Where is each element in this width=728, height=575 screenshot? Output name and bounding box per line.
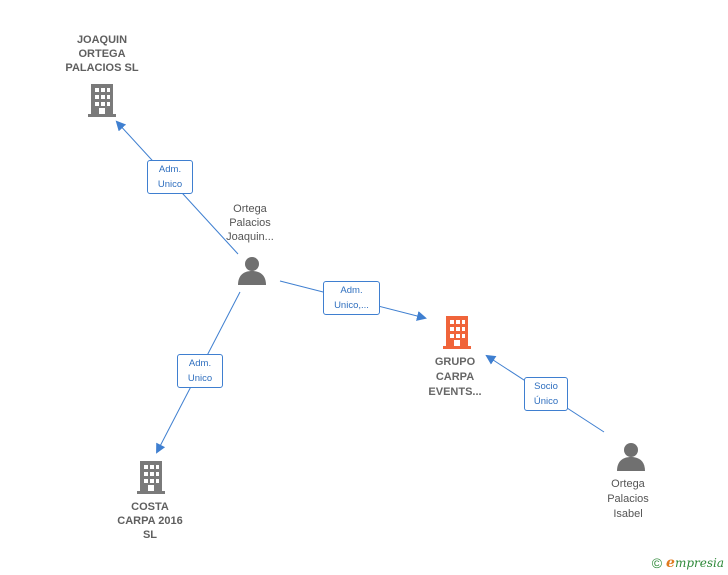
- node-label-grupo-carpa-events[interactable]: GRUPO CARPA EVENTS...: [405, 355, 505, 400]
- edge-label-line: Socio: [534, 381, 558, 392]
- edge-label-line: Unico,...: [334, 300, 369, 311]
- node-label-line: ORTEGA: [78, 48, 126, 60]
- edge-label-adm-unico-more[interactable]: Adm. Unico,...: [323, 281, 380, 315]
- brand-initial: e: [666, 555, 675, 571]
- brand-name: mpresia: [674, 556, 724, 570]
- node-label-line: Ortega: [233, 203, 267, 215]
- person-icon[interactable]: [238, 257, 266, 285]
- edge-label-line: Único: [533, 396, 559, 407]
- node-label-line: CARPA 2016: [117, 515, 183, 527]
- building-icon[interactable]: [137, 461, 165, 494]
- edge-label-line: Adm.: [340, 285, 363, 296]
- node-label-line: EVENTS...: [428, 386, 482, 398]
- edge-label-adm-unico[interactable]: Adm. Unico: [177, 354, 223, 388]
- node-label-line: Isabel: [613, 508, 643, 520]
- brand-logo[interactable]: empresia: [666, 555, 724, 571]
- building-icon-highlighted[interactable]: [443, 316, 471, 349]
- edge-label-socio-unico[interactable]: Socio Único: [524, 377, 568, 411]
- node-label-line: Ortega: [611, 478, 645, 490]
- node-label-joaquin-ortega-palacios-sl[interactable]: JOAQUIN ORTEGA PALACIOS SL: [52, 33, 152, 75]
- node-label-line: Palacios: [229, 217, 271, 229]
- edge-label-line: Unico: [187, 373, 213, 384]
- node-label-line: Joaquin...: [226, 231, 274, 243]
- node-label-line: PALACIOS SL: [65, 62, 139, 74]
- node-label-line: CARPA: [435, 371, 475, 383]
- node-label-ortega-palacios-joaquin[interactable]: Ortega Palacios Joaquin...: [200, 202, 300, 244]
- footer-brand: © empresia: [652, 555, 724, 571]
- node-label-line: JOAQUIN: [76, 34, 128, 46]
- copyright-symbol: ©: [651, 555, 663, 571]
- building-icon[interactable]: [88, 84, 116, 117]
- node-label-line: Palacios: [607, 493, 649, 505]
- edge-label-line: Unico: [157, 179, 183, 190]
- node-label-line: COSTA: [131, 501, 169, 513]
- node-label-line: GRUPO: [434, 356, 476, 368]
- edge-label-adm-unico[interactable]: Adm. Unico: [147, 160, 193, 194]
- node-label-costa-carpa-2016-sl[interactable]: COSTA CARPA 2016 SL: [100, 500, 200, 542]
- edge-label-line: Adm.: [188, 358, 212, 369]
- node-label-line: SL: [142, 529, 158, 541]
- node-label-ortega-palacios-isabel[interactable]: Ortega Palacios Isabel: [578, 477, 678, 522]
- person-icon[interactable]: [617, 443, 645, 471]
- edge-label-line: Adm.: [158, 164, 182, 175]
